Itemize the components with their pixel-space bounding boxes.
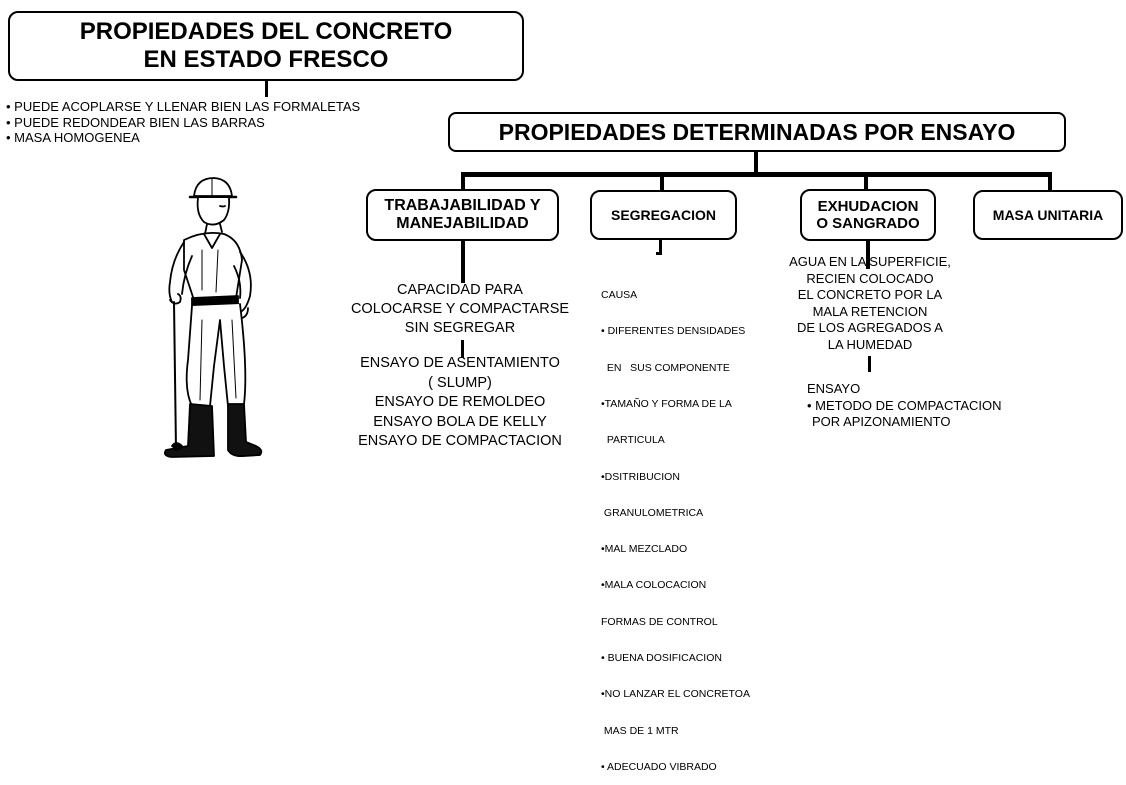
trabajabilidad-line1: TRABAJABILIDAD Y (384, 196, 541, 214)
main-title-line1: PROPIEDADES DEL CONCRETO (79, 18, 453, 46)
segregacion-item: •MAL MEZCLADO (601, 543, 688, 556)
trabajabilidad-connector (461, 241, 465, 283)
segregacion-item: • DIFERENTES DENSIDADES (601, 325, 746, 338)
exhudacion-connector (866, 241, 870, 269)
masa-unitaria-box: MASA UNITARIA (973, 190, 1123, 240)
exhudacion-desc-line: RECIEN COLOCADO (806, 270, 934, 286)
trabajabilidad-connector-lower (461, 340, 464, 358)
main-title-connector (265, 81, 268, 97)
segregacion-item: •MALA COLOCACION (601, 579, 707, 592)
segregacion-connector-tick (656, 252, 662, 255)
segregacion-item: EN SUS COMPONENTE (601, 361, 730, 374)
tree-crossbar (461, 172, 1052, 177)
segregacion-list: CAUSA • DIFERENTES DENSIDADES EN SUS COM… (601, 265, 750, 785)
branch-trabajabilidad (461, 172, 465, 192)
branch-segregacion (660, 172, 664, 192)
segregacion-item: PARTICULA (601, 434, 665, 447)
trabajabilidad-line2: MANEJABILIDAD (396, 215, 529, 232)
segregacion-label: SEGREGACION (610, 206, 716, 223)
trabajabilidad-desc-line: CAPACIDAD PARA (397, 282, 523, 298)
fresh-property-item: • PUEDE ACOPLARSE Y LLENAR BIEN LAS FORM… (6, 99, 361, 114)
segregacion-item: MAS DE 1 MTR (601, 724, 679, 737)
trabajabilidad-box: TRABAJABILIDAD Y MANEJABILIDAD (366, 189, 559, 241)
trabajabilidad-description: CAPACIDAD PARA COLOCARSE Y COMPACTARSE S… (315, 281, 605, 338)
segregacion-item: FORMAS DE CONTROL (601, 615, 718, 628)
segregacion-item: CAUSA (601, 289, 638, 302)
branch-exhudacion (864, 172, 868, 192)
exhudacion-desc-line: MALA RETENCION (812, 303, 928, 319)
exhudacion-test-label: ENSAYO (807, 381, 861, 396)
trabajabilidad-desc-line: COLOCARSE Y COMPACTARSE (350, 301, 570, 317)
exhudacion-description: AGUA EN LA SUPERFICIE, RECIEN COLOCADO E… (760, 254, 980, 353)
exhudacion-test-item: POR APIZONAMIENTO (812, 414, 951, 429)
trabajabilidad-test-line: ( SLUMP) (428, 374, 492, 391)
segregacion-item: • BUENA DOSIFICACION (601, 652, 722, 664)
segregacion-item: GRANULOMETRICA (601, 506, 704, 519)
segregacion-item: •DSITRIBUCION (601, 470, 680, 483)
trabajabilidad-test-line: ENSAYO DE ASENTAMIENTO (360, 355, 560, 371)
fresh-property-item: • MASA HOMOGENEA (6, 130, 140, 145)
exhudacion-box: EXHUDACION O SANGRADO (800, 189, 936, 241)
trabajabilidad-test-line: ENSAYO BOLA DE KELLY (373, 413, 547, 430)
masa-unitaria-label: MASA UNITARIA (992, 206, 1104, 223)
exhudacion-line1: EXHUDACION (817, 197, 919, 215)
exhudacion-connector-lower (868, 356, 871, 372)
main-title-line2: EN ESTADO FRESCO (143, 46, 389, 73)
trabajabilidad-test-line: ENSAYO DE COMPACTACION (358, 433, 562, 449)
exhudacion-desc-line: LA HUMEDAD (827, 336, 913, 352)
exhudacion-line2: O SANGRADO (816, 215, 920, 232)
exhudacion-test-item: • METODO DE COMPACTACION (807, 397, 1002, 413)
fresh-property-item: • PUEDE REDONDEAR BIEN LAS BARRAS (6, 114, 265, 130)
segregacion-item: •NO LANZAR EL CONCRETOA (601, 688, 750, 701)
worker-illustration (163, 177, 263, 458)
exhudacion-desc-line: EL CONCRETO POR LA (797, 287, 943, 302)
exhudacion-desc-line: AGUA EN LA SUPERFICIE, (789, 254, 951, 269)
fresh-properties-list: • PUEDE ACOPLARSE Y LLENAR BIEN LAS FORM… (6, 99, 360, 146)
segregacion-item: •TAMAÑO Y FORMA DE LA (601, 398, 732, 411)
tree-trunk (754, 152, 758, 174)
test-properties-title: PROPIEDADES DETERMINADAS POR ENSAYO (498, 118, 1016, 145)
segregacion-item: • ADECUADO VIBRADO (601, 760, 717, 773)
segregacion-box: SEGREGACION (590, 190, 737, 240)
main-title-box: PROPIEDADES DEL CONCRETO EN ESTADO FRESC… (8, 11, 524, 81)
test-properties-box: PROPIEDADES DETERMINADAS POR ENSAYO (448, 112, 1066, 152)
trabajabilidad-desc-line: SIN SEGREGAR (404, 320, 516, 336)
trabajabilidad-test-line: ENSAYO DE REMOLDEO (374, 394, 546, 410)
trabajabilidad-tests: ENSAYO DE ASENTAMIENTO ( SLUMP) ENSAYO D… (315, 354, 605, 452)
segregacion-connector (659, 240, 662, 254)
exhudacion-desc-line: DE LOS AGREGADOS A (797, 320, 943, 335)
exhudacion-test: ENSAYO • METODO DE COMPACTACION POR APIZ… (807, 381, 1002, 431)
branch-masa-unitaria (1048, 172, 1052, 192)
